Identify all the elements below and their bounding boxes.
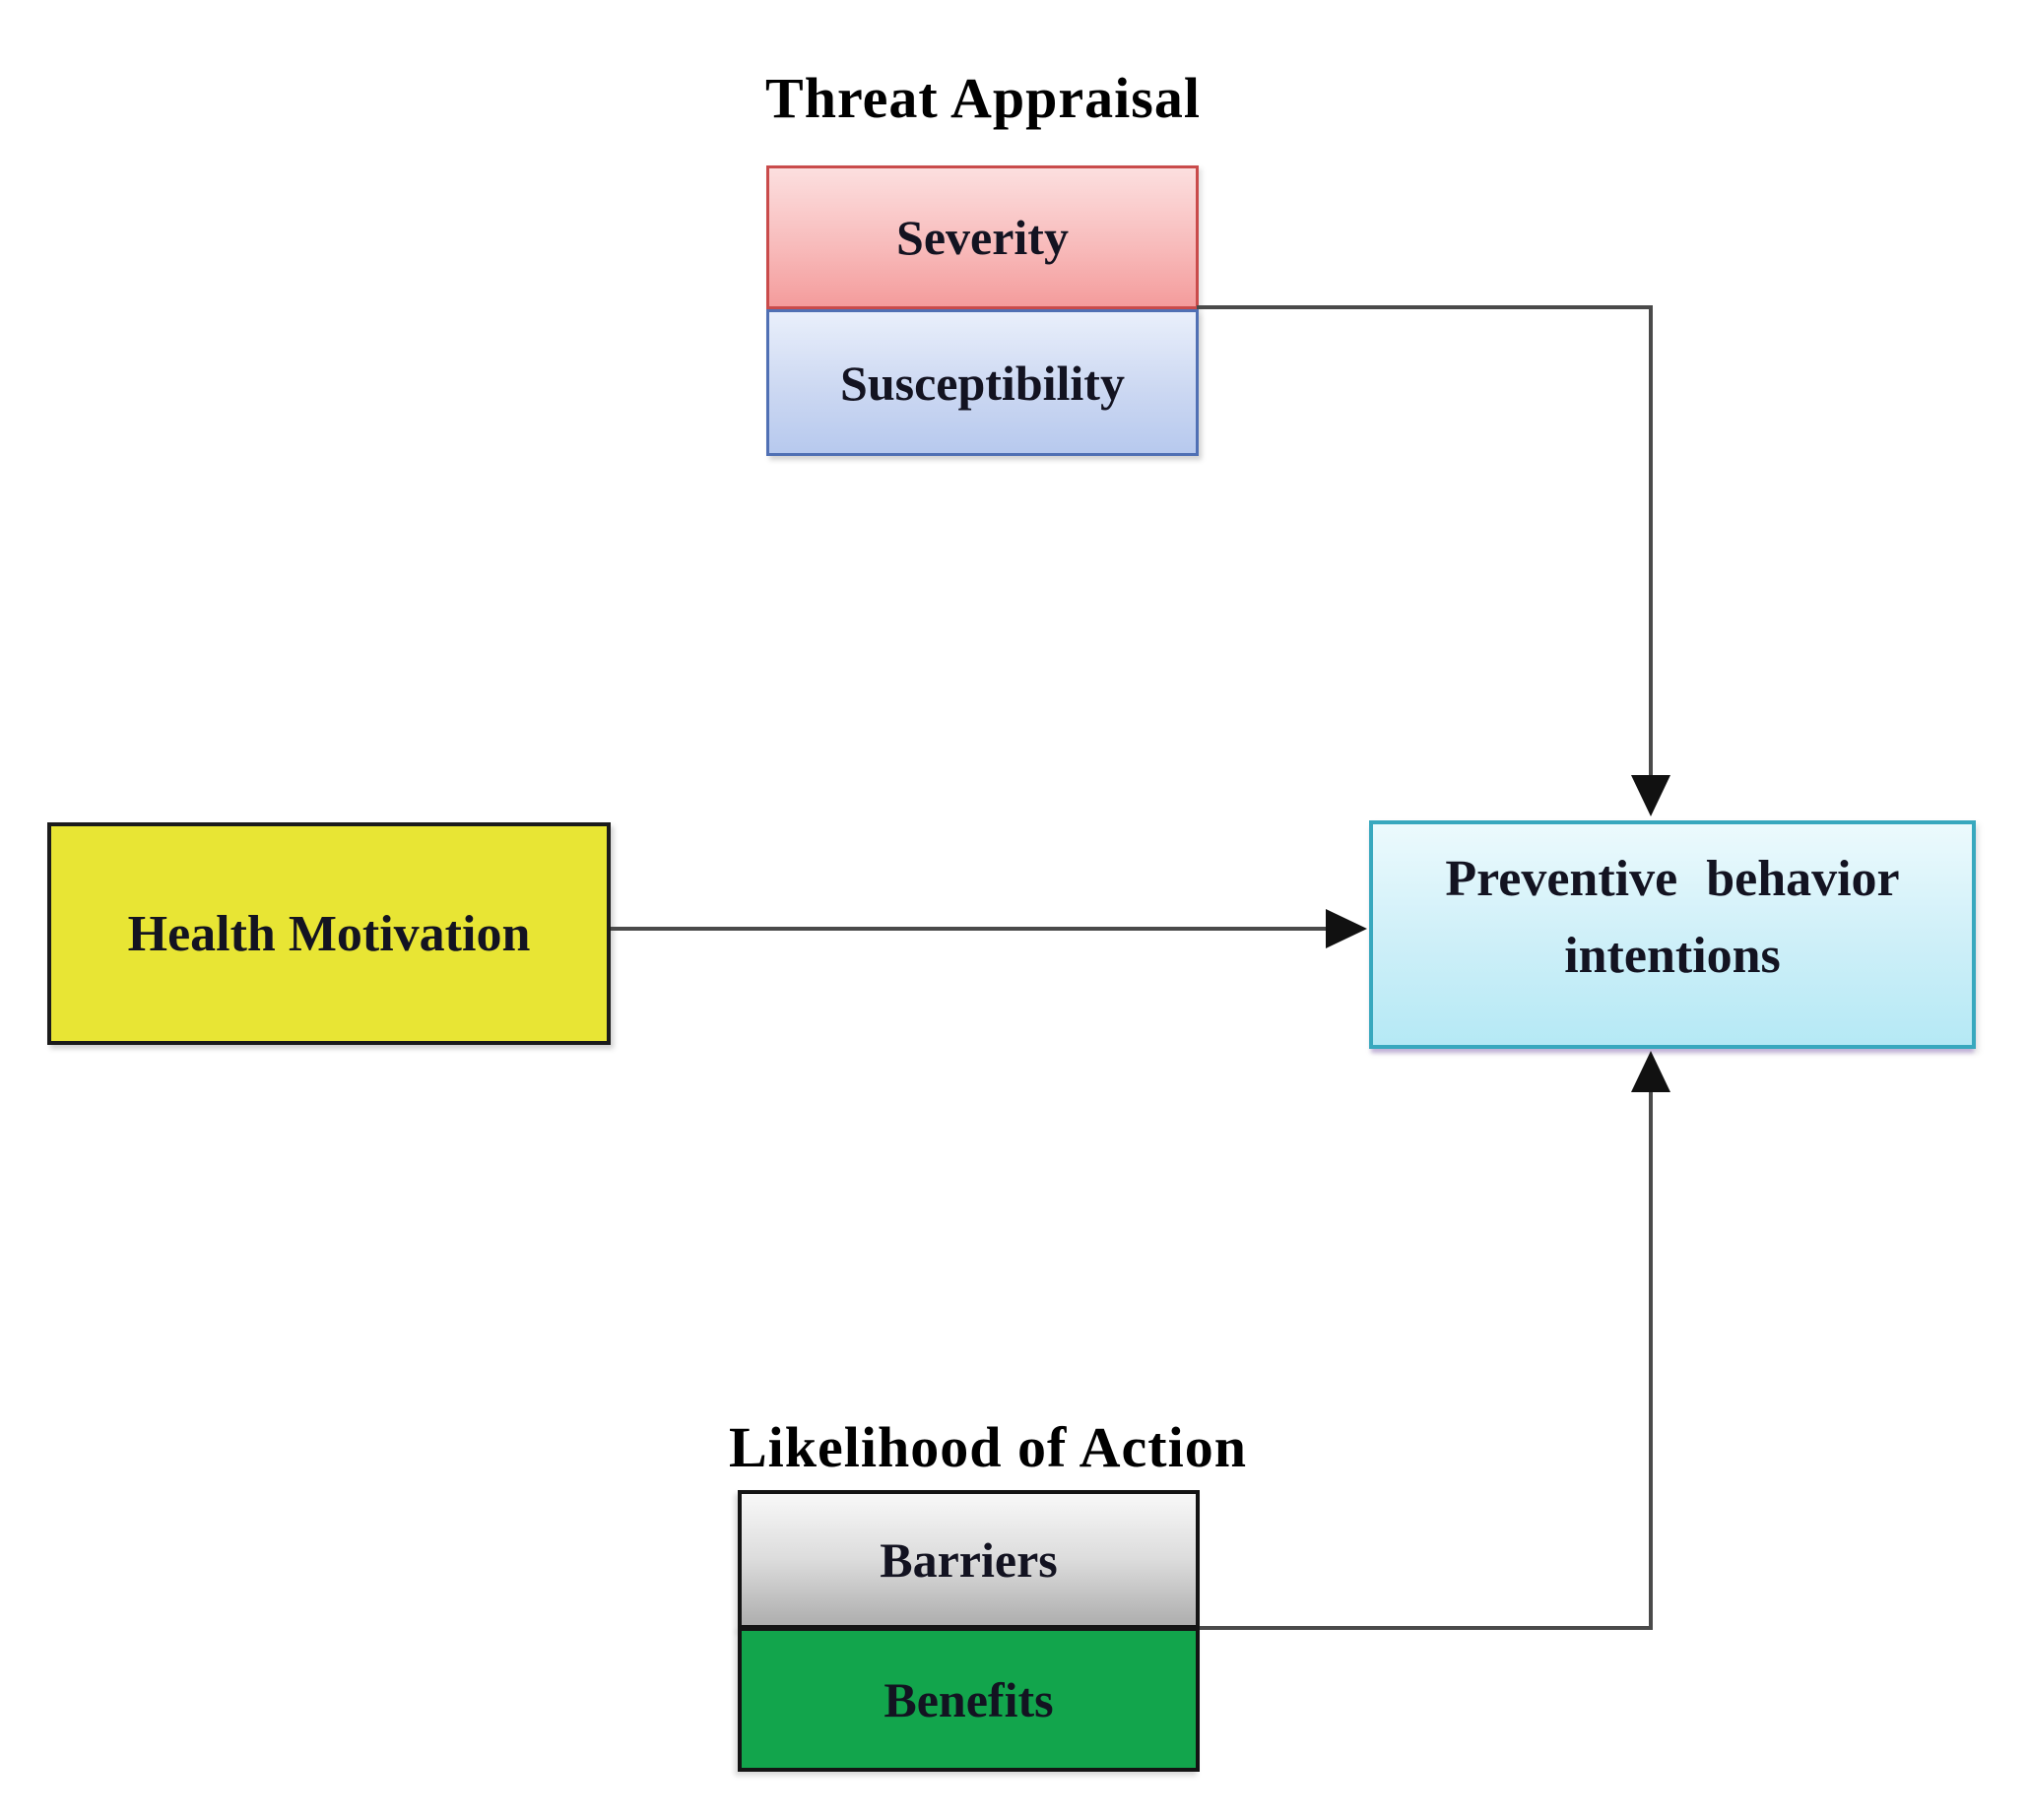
arrowhead-right-icon	[1326, 909, 1367, 948]
connector-likelihood-vertical-segment	[1649, 1088, 1653, 1630]
benefits-box: Benefits	[738, 1627, 1200, 1772]
connector-likelihood-horizontal-segment	[1200, 1626, 1653, 1630]
connector-threat-horizontal-segment	[1197, 305, 1653, 309]
preventive-behavior-line1: Preventive behavior	[1445, 851, 1900, 907]
benefits-label: Benefits	[884, 1671, 1054, 1727]
susceptibility-label: Susceptibility	[840, 355, 1125, 411]
preventive-behavior-line2: intentions	[1564, 928, 1781, 984]
barriers-box: Barriers	[738, 1490, 1200, 1629]
barriers-label: Barriers	[880, 1531, 1058, 1588]
susceptibility-box: Susceptibility	[766, 309, 1199, 456]
threat-appraisal-title: Threat Appraisal	[765, 66, 1201, 130]
arrowhead-down-icon	[1631, 775, 1670, 816]
arrowhead-up-icon	[1631, 1051, 1670, 1092]
health-motivation-label: Health Motivation	[127, 905, 531, 962]
severity-label: Severity	[896, 210, 1069, 265]
severity-box: Severity	[766, 165, 1199, 309]
connector-health-horizontal-segment	[611, 927, 1330, 931]
preventive-behavior-box: Preventive behavior intentions	[1369, 820, 1976, 1049]
likelihood-of-action-title: Likelihood of Action	[729, 1415, 1247, 1479]
health-motivation-box: Health Motivation	[47, 822, 611, 1045]
connector-threat-vertical-segment	[1649, 305, 1653, 778]
